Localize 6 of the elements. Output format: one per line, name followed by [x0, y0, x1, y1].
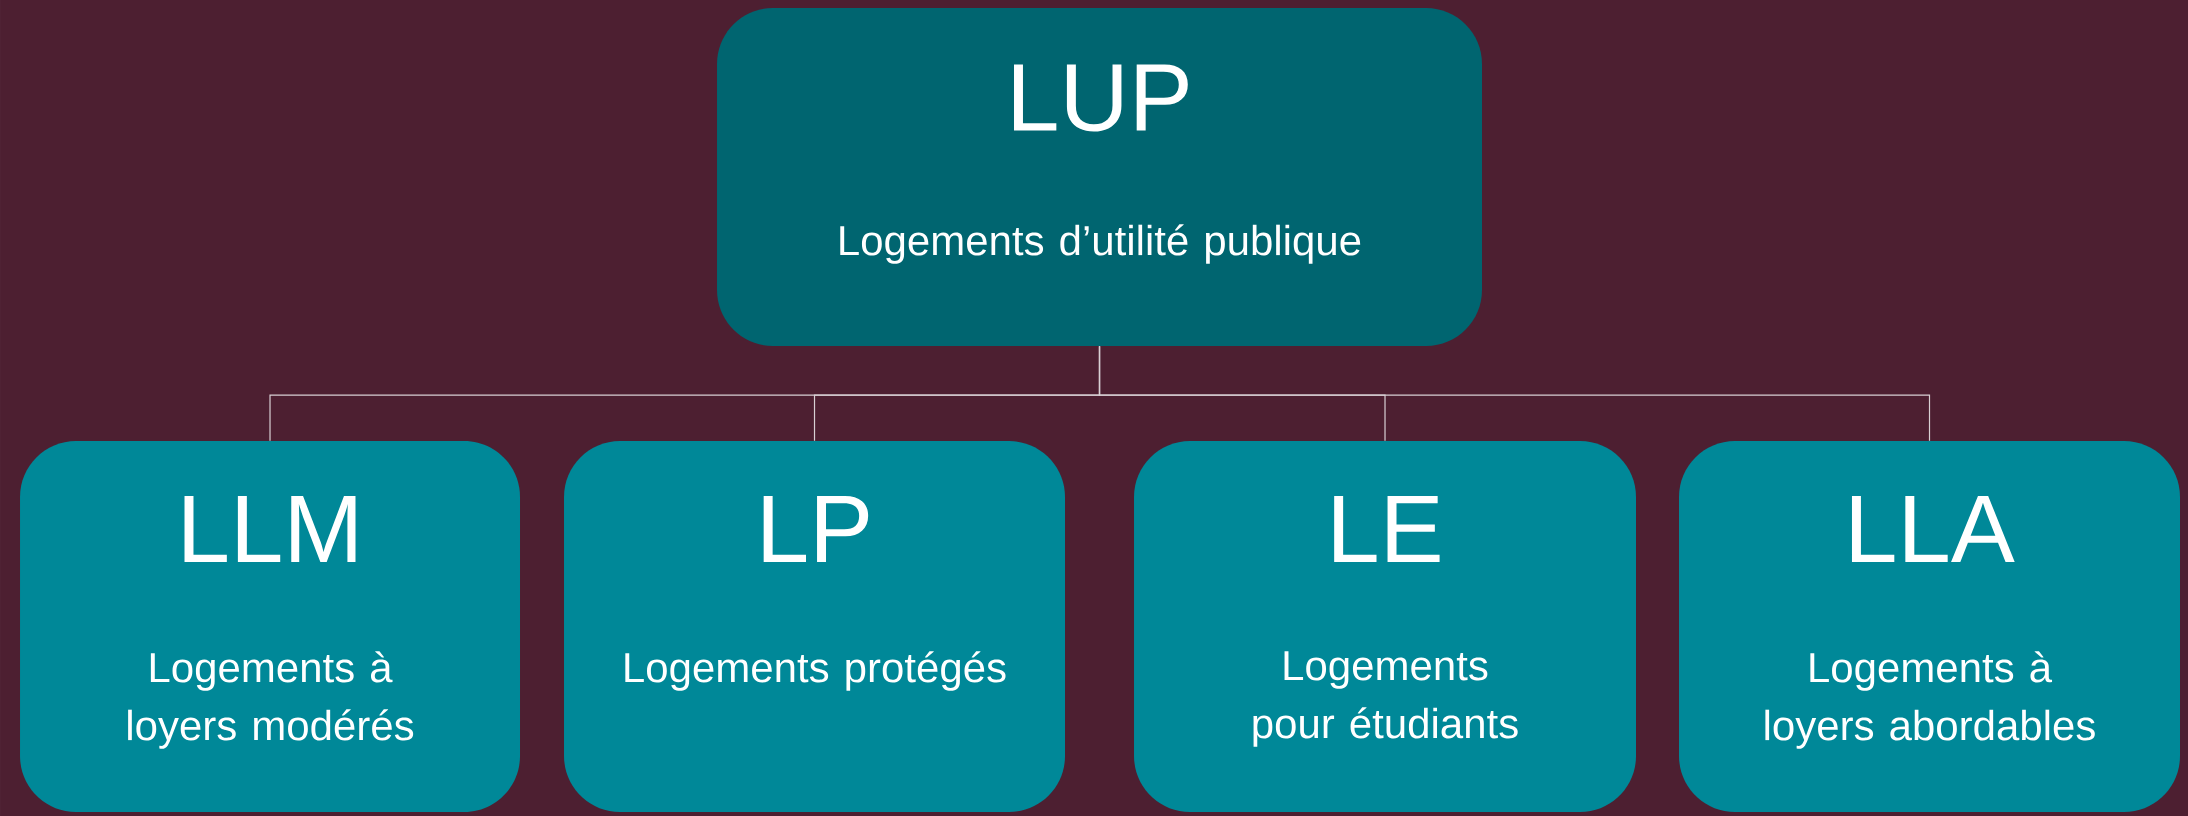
category-box: LP Logements protégés — [564, 441, 1065, 812]
connector-line — [1098, 345, 1931, 442]
category-box: LE Logements pour étudiants — [1134, 441, 1636, 812]
root-box: LUP Logements d’utilité publique — [717, 8, 1482, 346]
category-box: LLM Logements à loyers modérés — [20, 441, 520, 812]
category-box: LLA Logements à loyers abordables — [1679, 441, 2180, 812]
